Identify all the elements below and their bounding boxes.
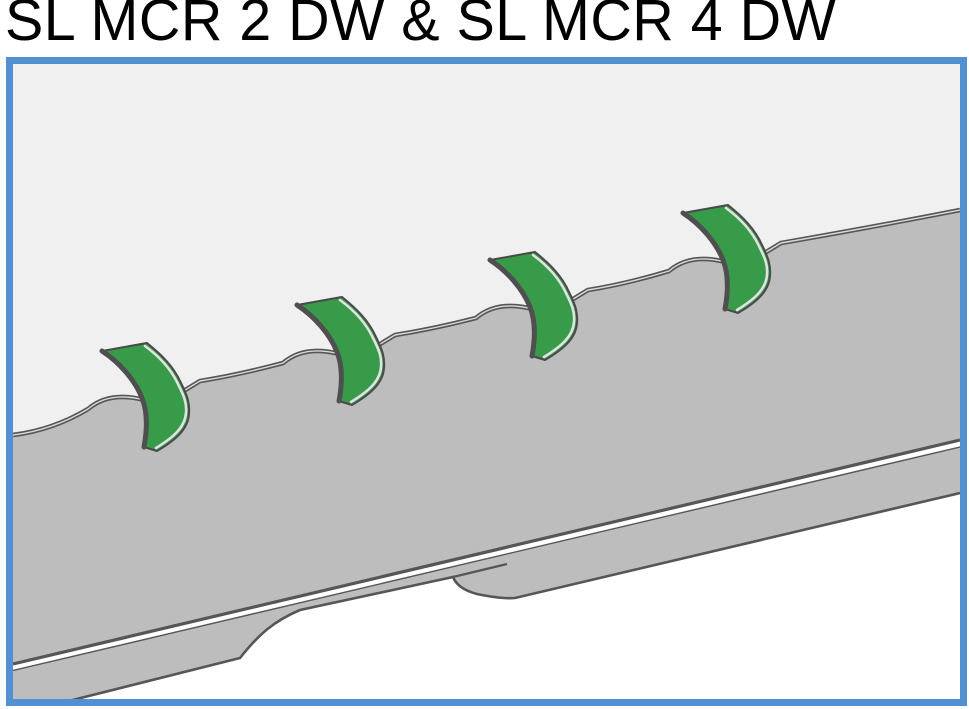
profile-sheet [13,210,960,664]
flange-top-edge [13,446,960,672]
sheet-bottom-edge [13,438,960,666]
illustration-frame [6,57,967,706]
page-title: SL MCR 2 DW & SL MCR 4 DW [5,0,837,53]
profile-illustration [13,64,960,699]
bottom-flange [13,447,960,699]
flange-crease-line [452,562,508,579]
